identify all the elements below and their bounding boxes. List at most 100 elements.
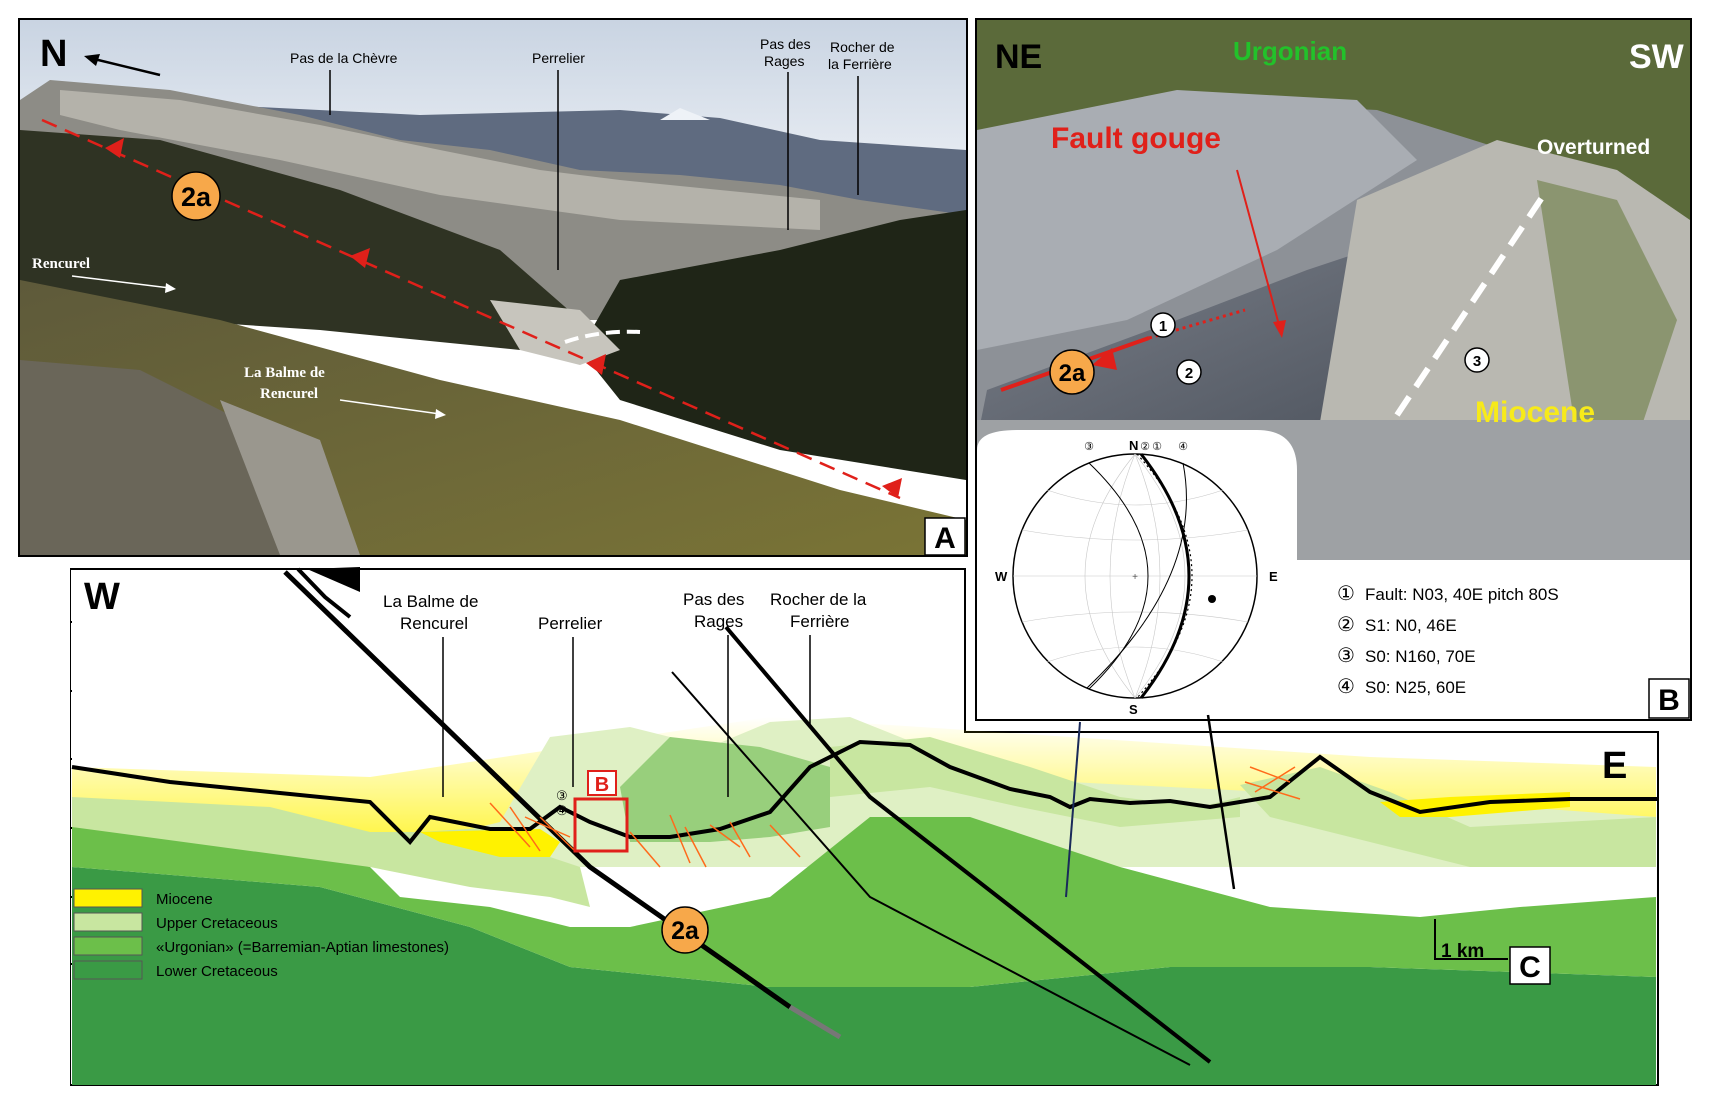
- label-balme-1: La Balme de: [244, 365, 325, 381]
- panel-a-drawing: N Pas de la Chèvre Perrelier Pas des Rag…: [20, 20, 966, 555]
- label-perrelier: Perrelier: [532, 50, 585, 66]
- cliff-face: [60, 90, 820, 230]
- fault-2a: [283, 570, 792, 1010]
- fault-tooth: [350, 248, 370, 268]
- forest-right: [580, 210, 966, 480]
- legend-miocene: Miocene: [156, 891, 213, 908]
- miocene-basin: [420, 829, 560, 857]
- box-marker-4: ④: [556, 803, 568, 818]
- fault-2a-badge-label: 2a: [1059, 360, 1086, 387]
- fault-2a-badge-label: 2a: [671, 917, 700, 945]
- label-rocher-2: Ferrière: [790, 612, 850, 631]
- fracture-marks: [489, 766, 1301, 868]
- gouge-arrow: [1236, 169, 1280, 326]
- label-overturned: Overturned: [1537, 136, 1650, 159]
- thrust-sense-arrow: [307, 567, 360, 592]
- panel-c-drawing: B ③ ④ km 3 2 1 0 -1 -2 W E La Balme de R…: [70, 567, 1659, 1086]
- box-marker-3: ③: [556, 788, 568, 803]
- legend-swatch-upper: [73, 912, 143, 932]
- stereo-cross: +: [1132, 572, 1138, 583]
- great-circle-4: [1086, 462, 1187, 689]
- marker-1: 1: [1159, 318, 1167, 335]
- panel-c-cross-section: B ③ ④ km 3 2 1 0 -1 -2 W E La Balme de R…: [70, 567, 1660, 1087]
- label-rocher-1: Rocher de: [830, 39, 895, 55]
- legend-text-1: Fault: N03, 40E pitch 80S: [1365, 585, 1559, 604]
- north-arrowhead: [84, 54, 100, 66]
- bedding-trace: [564, 329, 641, 344]
- marker-1-circle: [1150, 312, 1176, 338]
- legend-swatch-urgonian: [73, 936, 143, 956]
- lineation-point: [1208, 595, 1216, 603]
- box-b: [573, 797, 629, 853]
- fault-2a-badge: [661, 906, 709, 954]
- fault-tooth: [1092, 348, 1117, 370]
- label-pas-1: Pas des: [683, 590, 744, 609]
- fault-gouge-zone: [977, 240, 1437, 440]
- great-circle-3: [1088, 462, 1149, 690]
- label-balme-2: Rencurel: [260, 386, 318, 402]
- stereonet: +: [1012, 453, 1258, 699]
- stereo-top-2: ②: [1140, 441, 1150, 453]
- arrow-balme: [435, 409, 446, 419]
- great-circle-1: [1139, 453, 1191, 699]
- legend-text-3: S0: N160, 70E: [1365, 647, 1476, 666]
- panel-b-drawing: NE SW Urgonian Fault gouge Overturned Mi…: [977, 20, 1690, 719]
- box-b-label: B: [595, 774, 609, 796]
- fault-2a-badge: [1049, 349, 1095, 395]
- panel-letter-box: [1509, 946, 1551, 985]
- orientation-legend: ① Fault: N03, 40E pitch 80S ② S1: N0, 46…: [1337, 583, 1559, 698]
- panel-b-photo: NE SW Urgonian Fault gouge Overturned Mi…: [975, 18, 1692, 721]
- legend-num-3: ③: [1337, 645, 1355, 667]
- lithology-legend: Miocene Upper Cretaceous «Urgonian» (=Ba…: [73, 888, 449, 980]
- label-west: W: [84, 576, 120, 618]
- panel-letter-c: C: [1519, 951, 1541, 984]
- upper-cret-east: [1240, 767, 1656, 867]
- legend-upper: Upper Cretaceous: [156, 915, 278, 932]
- panel-letter-b: B: [1658, 684, 1680, 717]
- fault-tooth: [586, 354, 606, 375]
- marker-3-circle: [1464, 347, 1490, 373]
- fault-2a-badge-label: 2a: [181, 182, 212, 212]
- panel-a-photo: N Pas de la Chèvre Perrelier Pas des Rag…: [18, 18, 968, 557]
- left-cliff-face: [220, 400, 360, 555]
- urgonian-cliff: [977, 90, 1417, 350]
- miocene-vegetation: [1537, 180, 1677, 440]
- fault-tooth: [105, 138, 124, 158]
- legend-swatch-miocene: [73, 888, 143, 908]
- great-circle-2: [1136, 453, 1193, 699]
- legend-swatch-lower: [73, 960, 143, 980]
- fault-2a-badge: [171, 171, 221, 221]
- legend-text-2: S1: N0, 46E: [1365, 616, 1457, 635]
- label-pas-2: Rages: [694, 612, 743, 631]
- leader-rencurel: [71, 275, 171, 289]
- fault-east-3: [1065, 721, 1081, 898]
- stereo-w: W: [995, 569, 1008, 584]
- upper-cret-layer: [72, 797, 590, 907]
- marker-2: 2: [1185, 365, 1193, 382]
- north-label: N: [40, 33, 67, 75]
- legend-num-2: ②: [1337, 614, 1355, 636]
- fault-2a-tail: [788, 1004, 842, 1040]
- stereo-e: E: [1269, 569, 1278, 584]
- vegetation-top: [977, 20, 1690, 240]
- fault-east-1: [671, 671, 1191, 1066]
- stereo-s: S: [1129, 702, 1138, 717]
- urgonian-layer: [72, 817, 1656, 987]
- snow-peak: [660, 108, 710, 120]
- label-east: E: [1602, 745, 1627, 787]
- stereo-top-1: ①: [1152, 441, 1162, 453]
- fault-east-4: [1206, 714, 1236, 890]
- legend-num-4: ④: [1337, 676, 1355, 698]
- label-pas-chevre: Pas de la Chèvre: [290, 50, 398, 66]
- label-rocher-1: Rocher de la: [770, 590, 867, 609]
- label-sw: SW: [1629, 38, 1685, 76]
- label-perrelier: Perrelier: [538, 614, 603, 633]
- label-rocher-2: la Ferrière: [828, 56, 892, 72]
- gouge-arrowhead: [1273, 320, 1286, 338]
- stereo-top-3: ③: [1084, 441, 1094, 453]
- legend-urgonian: «Urgonian» (=Barremian-Aptian limestones…: [156, 939, 449, 956]
- fault-east-2: [724, 625, 1212, 1064]
- scale-label: 1 km: [1441, 941, 1484, 962]
- legend-num-1: ①: [1337, 583, 1355, 605]
- overturned-trace: [1394, 188, 1550, 417]
